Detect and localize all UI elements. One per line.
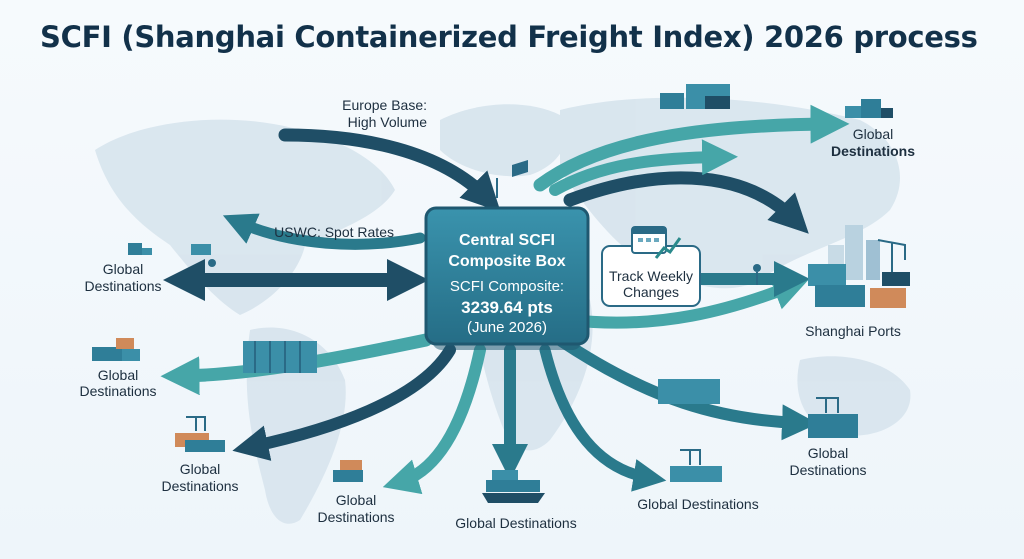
track-weekly-box: Track Weekly Changes bbox=[601, 226, 701, 307]
label-destinations-sw: Destinations bbox=[161, 478, 238, 494]
label-global-destinations-s: Global Destinations bbox=[455, 515, 576, 531]
label-destinations-se: Destinations bbox=[789, 462, 866, 478]
label-global-se: Global bbox=[808, 445, 848, 461]
container-stack-icon bbox=[128, 243, 152, 255]
port-crane-icon bbox=[670, 449, 722, 482]
label-global-ne: Global bbox=[853, 126, 893, 142]
arrow-southwest bbox=[232, 344, 456, 461]
label-global-w: Global bbox=[103, 261, 143, 277]
label-shanghai-ports: Shanghai Ports bbox=[805, 323, 901, 339]
location-pin-icon bbox=[496, 160, 528, 198]
composite-value: 3239.64 pts bbox=[461, 298, 553, 317]
shanghai-port-icon bbox=[808, 225, 910, 308]
label-destinations-wsw: Destinations bbox=[79, 383, 156, 399]
calendar-chart-icon bbox=[631, 226, 682, 259]
arrow-uswc-out bbox=[222, 213, 426, 250]
label-global-sw: Global bbox=[180, 461, 220, 477]
label-global-wsw: Global bbox=[98, 367, 138, 383]
container-stack-icon bbox=[243, 341, 317, 373]
arrow-north-long bbox=[533, 104, 850, 192]
composite-label: SCFI Composite: bbox=[450, 278, 564, 295]
location-pin-icon bbox=[191, 244, 216, 267]
arrow-europe-in bbox=[278, 128, 501, 212]
label-europe-2: High Volume bbox=[348, 114, 428, 130]
arrow-north-short bbox=[549, 139, 738, 196]
label-global-destinations-sse: Global Destinations bbox=[637, 496, 758, 512]
central-box-heading-2: Composite Box bbox=[448, 253, 565, 270]
composite-date: (June 2026) bbox=[467, 319, 547, 336]
container-stack-icon bbox=[333, 460, 363, 482]
arrow-south-southwest bbox=[382, 344, 486, 495]
label-destinations-w: Destinations bbox=[84, 278, 161, 294]
label-global-ssw: Global bbox=[336, 492, 376, 508]
location-pin-icon bbox=[753, 264, 761, 285]
arrow-northeast-dark bbox=[563, 171, 809, 234]
container-stack-icon bbox=[92, 338, 140, 361]
cargo-ship-icon bbox=[482, 470, 545, 503]
arrow-to-shanghai-low bbox=[564, 275, 809, 329]
central-scfi-box: Central SCFI Composite Box SCFI Composit… bbox=[424, 206, 590, 350]
port-crane-icon bbox=[808, 397, 858, 438]
port-crane-icon bbox=[175, 416, 225, 452]
track-line-2: Changes bbox=[623, 284, 679, 300]
label-uswc: USWC: Spot Rates bbox=[274, 224, 394, 240]
track-line-1: Track Weekly bbox=[609, 268, 693, 284]
central-box-heading-1: Central SCFI bbox=[459, 232, 555, 249]
arrow-south-southeast bbox=[539, 344, 667, 492]
label-europe-1: Europe Base: bbox=[342, 97, 427, 113]
labels: Europe Base: High Volume USWC: Spot Rate… bbox=[79, 97, 915, 531]
page-title: SCFI (Shanghai Containerized Freight Ind… bbox=[40, 20, 978, 54]
flow-arrows bbox=[160, 104, 850, 495]
container-stack-icon bbox=[845, 99, 893, 118]
container-stack-icon bbox=[658, 379, 720, 404]
label-destinations-ssw: Destinations bbox=[317, 509, 394, 525]
container-stack-icon bbox=[660, 84, 730, 109]
label-destinations-ne: Destinations bbox=[831, 143, 915, 159]
